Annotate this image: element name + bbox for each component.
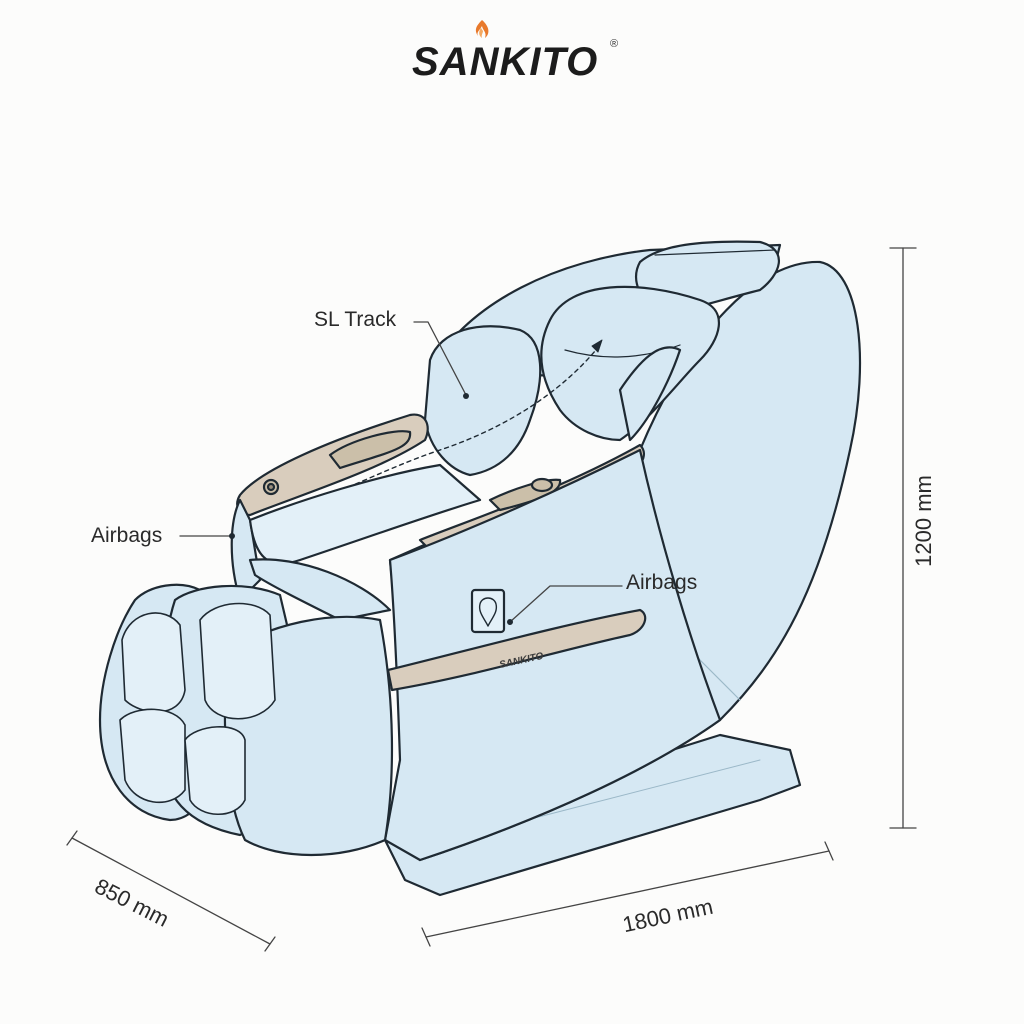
width-dimension-line <box>66 830 276 952</box>
back-cushion <box>540 285 720 442</box>
height-dimension-line <box>889 247 917 829</box>
brand-logo: SANKITO ® <box>410 20 640 90</box>
right-side-panel <box>383 448 722 862</box>
height-dimension-label: 1200 mm <box>910 475 936 567</box>
airbag-icon <box>470 588 506 634</box>
brand-name: SANKITO <box>412 40 599 84</box>
sl-track-cushion <box>423 325 542 477</box>
airbags-right-leader <box>509 585 623 623</box>
sl-track-label: SL Track <box>314 308 397 331</box>
side-trim <box>386 608 647 692</box>
airbags-right-label: Airbags <box>626 571 698 594</box>
sl-track-leader <box>413 321 467 396</box>
length-dimension-line <box>421 841 834 947</box>
flame-icon <box>475 20 489 38</box>
right-control-knob <box>530 477 554 493</box>
registered-mark: ® <box>610 38 619 50</box>
airbags-left-label: Airbags <box>91 524 163 547</box>
chair-base <box>383 733 802 897</box>
